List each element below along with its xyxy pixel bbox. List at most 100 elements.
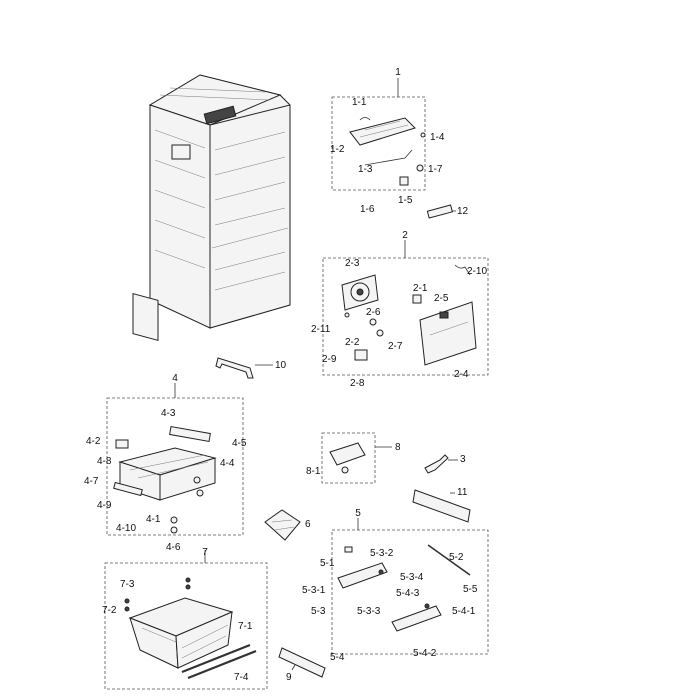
label-3: 3 (460, 454, 466, 465)
part-9-rail (278, 647, 326, 678)
label-5-3-3: 5-3-3 (357, 606, 381, 617)
part-7-4-rod-a (181, 643, 251, 674)
part-2-8-part (354, 349, 368, 361)
label-4-7: 4-7 (84, 476, 99, 487)
part-2-6-part (369, 318, 377, 326)
part-5-3-4-screw (378, 569, 384, 575)
label-5-4-1: 5-4-1 (452, 606, 476, 617)
label-2-9: 2-9 (322, 354, 337, 365)
part-8-ice-maker (329, 442, 366, 466)
label-4-2: 4-2 (86, 436, 101, 447)
label-1-4: 1-4 (430, 132, 445, 143)
label-4-10: 4-10 (116, 523, 136, 534)
label-2-2: 2-2 (345, 337, 360, 348)
part-4-2-part (115, 439, 129, 449)
part-4-4-drawer (118, 447, 217, 501)
label-1-5: 1-5 (398, 195, 413, 206)
label-2-8: 2-8 (350, 378, 365, 389)
label-7-1: 7-1 (238, 621, 253, 632)
part-2-3-fan-assembly (341, 274, 379, 311)
label-11: 11 (457, 487, 468, 498)
label-5-3: 5-3 (311, 606, 326, 617)
label-1: 1 (395, 67, 401, 78)
part-2-11-screw (344, 312, 350, 318)
part-5-4-rail (391, 605, 442, 632)
label-4-5: 4-5 (232, 438, 247, 449)
label-4-6: 4-6 (166, 542, 181, 553)
part-4-1-wheel-a (193, 476, 201, 484)
part-7-3-screw (124, 598, 130, 604)
part-11-rail (412, 489, 471, 523)
label-1-1: 1-1 (352, 97, 367, 108)
label-1-6: 1-6 (360, 204, 375, 215)
label-9: 9 (286, 672, 292, 683)
label-4-8: 4-8 (97, 456, 112, 467)
part-8-1-part (341, 466, 349, 474)
part-1-5-sensor (399, 176, 409, 186)
part-4-1-wheel-c (170, 516, 178, 524)
label-7-4: 7-4 (234, 672, 249, 683)
label-1-7: 1-7 (428, 164, 443, 175)
part-6-filter (264, 509, 301, 541)
label-2-7: 2-7 (388, 341, 403, 352)
group-2-box (322, 257, 489, 376)
part-2-7-part (376, 329, 384, 337)
label-2-10: 2-10 (467, 266, 487, 277)
part-10-bracket (215, 357, 254, 379)
part-2-10-wire (454, 264, 471, 276)
part-2-4-cover (419, 301, 477, 366)
part-7-1-basket (128, 597, 234, 669)
label-7-3: 7-3 (120, 579, 135, 590)
part-5-1-part (344, 546, 353, 553)
label-5-4-2: 5-4-2 (413, 648, 437, 659)
part-7-2-screw (124, 606, 130, 612)
label-5-5: 5-5 (463, 584, 478, 595)
label-5-2: 5-2 (449, 552, 464, 563)
label-1-3: 1-3 (358, 164, 373, 175)
label-4: 4 (172, 373, 178, 384)
label-4-4: 4-4 (220, 458, 235, 469)
label-2-11: 2-11 (311, 324, 331, 335)
part-1-1-wire (359, 117, 371, 121)
label-12: 12 (457, 206, 469, 217)
part-1-6-rod (364, 149, 413, 166)
label-5-3-1: 5-3-1 (302, 585, 326, 596)
label-2: 2 (402, 230, 408, 241)
part-5-3-rail (337, 562, 388, 589)
label-8: 8 (395, 442, 401, 453)
part-2-1-part (412, 294, 422, 304)
part-12 (426, 204, 453, 219)
part-5-2-rod (427, 544, 471, 576)
label-2-6: 2-6 (366, 307, 381, 318)
label-8-1: 8-1 (306, 466, 321, 477)
part-3-bracket (424, 454, 449, 474)
label-10: 10 (275, 360, 287, 371)
label-5-3-2: 5-3-2 (370, 548, 394, 559)
label-5-1: 5-1 (320, 558, 335, 569)
part-4-6-wheel (170, 526, 178, 534)
part-7-4-rod-b (187, 649, 257, 680)
group-8-box (321, 432, 376, 484)
label-7: 7 (202, 547, 208, 558)
part-1-7-clip (416, 164, 424, 172)
label-1-2: 1-2 (330, 144, 345, 155)
label-2-5: 2-5 (434, 293, 449, 304)
group-5-box (331, 529, 489, 655)
group-7-box (104, 562, 268, 690)
label-5-3-4: 5-3-4 (400, 572, 424, 583)
part-4-10-rail (113, 481, 143, 497)
label-5-4: 5-4 (330, 652, 345, 663)
part-4-1-wheel-b (196, 489, 204, 497)
label-2-1: 2-1 (413, 283, 428, 294)
part-7-screw-b (185, 584, 191, 590)
label-2-3: 2-3 (345, 258, 360, 269)
label-5-4-3: 5-4-3 (396, 588, 420, 599)
label-5: 5 (355, 508, 361, 519)
label-4-1: 4-1 (146, 514, 161, 525)
label-2-4: 2-4 (454, 369, 469, 380)
part-1-4-screw (420, 132, 426, 138)
label-4-3: 4-3 (161, 408, 176, 419)
cabinet (132, 74, 291, 341)
